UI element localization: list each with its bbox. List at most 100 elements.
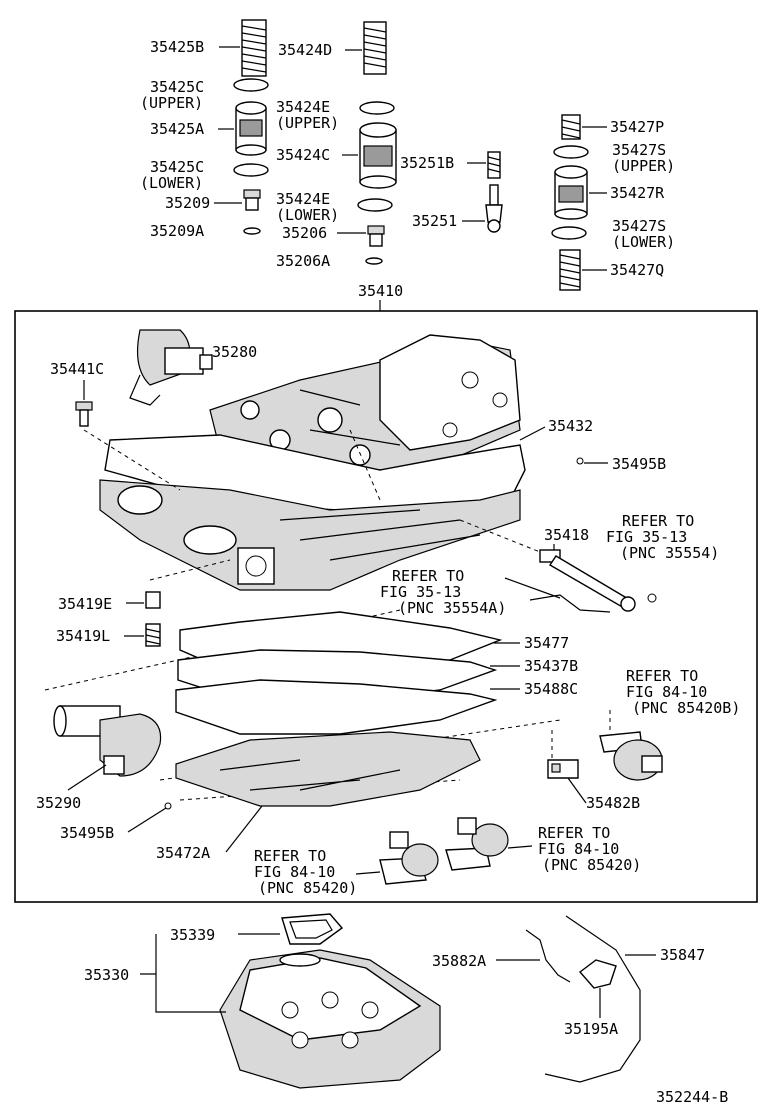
label-35419L: 35419L xyxy=(56,627,110,645)
svg-text:(PNC 85420): (PNC 85420) xyxy=(258,879,357,897)
svg-text:REFER TO: REFER TO xyxy=(392,567,464,585)
reference-85420B: REFER TO FIG 84-10 (PNC 85420B) xyxy=(626,667,740,717)
assembly-35410-frame xyxy=(14,310,758,903)
solenoid-35280 xyxy=(129,329,213,406)
label-35477: 35477 xyxy=(524,634,569,652)
svg-text:FIG 84-10: FIG 84-10 xyxy=(538,840,619,858)
label-35424E-lower: 35424E xyxy=(276,190,330,208)
label-35847: 35847 xyxy=(660,946,705,964)
label-35495B-top: 35495B xyxy=(612,455,666,473)
bracket-35482B xyxy=(547,759,579,779)
clip-35554 xyxy=(647,593,657,603)
label-35427Q: 35427Q xyxy=(610,261,664,279)
label-35410: 35410 xyxy=(358,282,403,300)
upper-valve-body xyxy=(209,334,521,471)
label-35424C: 35424C xyxy=(276,146,330,164)
label-35427S-upper: 35427S xyxy=(612,141,666,159)
svg-text:FIG 35-13: FIG 35-13 xyxy=(606,528,687,546)
label-35427P: 35427P xyxy=(610,118,664,136)
spring-35425B xyxy=(241,19,267,77)
label-35209: 35209 xyxy=(165,194,210,212)
label-35418: 35418 xyxy=(544,526,589,544)
oring-35424E-lower xyxy=(357,198,393,212)
label-35472A: 35472A xyxy=(156,844,210,862)
label-35209A: 35209A xyxy=(150,222,204,240)
label-35427R: 35427R xyxy=(610,184,665,202)
label-lower-1: (LOWER) xyxy=(140,174,203,192)
spring-35424D xyxy=(363,21,387,75)
diagram-code: 352244-B xyxy=(656,1088,728,1106)
lower-valve-body-35472A xyxy=(175,731,481,807)
reference-35554: REFER TO FIG 35-13 (PNC 35554) xyxy=(606,512,719,562)
label-35251B: 35251B xyxy=(400,154,454,172)
label-lower-3: (LOWER) xyxy=(612,233,675,251)
oring-35424E-upper xyxy=(359,101,395,115)
svg-text:FIG 35-13: FIG 35-13 xyxy=(380,583,461,601)
svg-text:(PNC 85420): (PNC 85420) xyxy=(542,856,641,874)
label-upper-1: (UPPER) xyxy=(140,94,203,112)
sleeve-35427R xyxy=(554,165,588,220)
label-35441C: 35441C xyxy=(50,360,104,378)
tube-35882A xyxy=(525,929,571,983)
svg-text:REFER TO: REFER TO xyxy=(622,512,694,530)
reference-85420-right: REFER TO FIG 84-10 (PNC 85420) xyxy=(538,824,641,874)
oring-35427S-upper xyxy=(553,145,589,159)
plug-35206 xyxy=(367,225,385,247)
label-35482B: 35482B xyxy=(586,794,640,812)
oring-35425C-lower xyxy=(233,163,269,177)
label-35195A: 35195A xyxy=(564,1020,618,1038)
svg-text:FIG 84-10: FIG 84-10 xyxy=(254,863,335,881)
label-35432: 35432 xyxy=(548,417,593,435)
bolt-35441C xyxy=(75,401,93,427)
svg-text:FIG 84-10: FIG 84-10 xyxy=(626,683,707,701)
solenoid-35290 xyxy=(53,705,162,777)
label-35251: 35251 xyxy=(412,212,457,230)
label-35425A: 35425A xyxy=(150,120,204,138)
solenoid-85420-right xyxy=(445,817,509,871)
gasket-35339 xyxy=(281,913,344,945)
svg-text:(PNC 85420B): (PNC 85420B) xyxy=(632,699,740,717)
ring-35209A xyxy=(243,227,261,235)
label-35206A: 35206A xyxy=(276,252,330,270)
ball-35495B-top xyxy=(576,457,584,465)
label-35419E: 35419E xyxy=(58,595,112,613)
label-lower-2: (LOWER) xyxy=(276,206,339,224)
label-35495B-bottom: 35495B xyxy=(60,824,114,842)
label-35339: 35339 xyxy=(170,926,215,944)
sleeve-35424C xyxy=(359,122,397,189)
label-35882A: 35882A xyxy=(432,952,486,970)
label-upper-3: (UPPER) xyxy=(612,157,675,175)
svg-text:(PNC 35554A): (PNC 35554A) xyxy=(398,599,506,617)
ring-35206A xyxy=(365,257,383,265)
spring-35251B xyxy=(487,151,501,179)
label-35290: 35290 xyxy=(36,794,81,812)
clip-35195A xyxy=(578,959,617,989)
label-35425C-upper: 35425C xyxy=(150,78,204,96)
svg-text:REFER TO: REFER TO xyxy=(538,824,610,842)
oring-35425C-upper xyxy=(233,78,269,92)
label-35330: 35330 xyxy=(84,966,129,984)
svg-text:REFER TO: REFER TO xyxy=(254,847,326,865)
label-35425B: 35425B xyxy=(150,38,204,56)
oring-35427S-lower xyxy=(551,226,587,240)
sleeve-35425A xyxy=(235,101,267,156)
pipe-35554A xyxy=(529,594,611,613)
reference-85420-left: REFER TO FIG 84-10 (PNC 85420) xyxy=(254,847,357,897)
label-35424D: 35424D xyxy=(278,41,332,59)
label-upper-2: (UPPER) xyxy=(276,114,339,132)
spring-35419L xyxy=(145,623,161,647)
label-35427S-lower: 35427S xyxy=(612,217,666,235)
strainer-35330 xyxy=(219,949,441,1089)
label-35488C: 35488C xyxy=(524,680,578,698)
solenoid-85420B xyxy=(599,731,663,781)
bracket-line-35330 xyxy=(140,934,226,1013)
pipe-35418 xyxy=(539,549,636,612)
label-35280: 35280 xyxy=(212,343,257,361)
svg-text:REFER TO: REFER TO xyxy=(626,667,698,685)
plug-35209 xyxy=(243,189,261,211)
valve-35251 xyxy=(485,184,503,233)
ball-35495B-bottom xyxy=(164,802,172,810)
label-35437B: 35437B xyxy=(524,657,578,675)
label-35206: 35206 xyxy=(282,224,327,242)
